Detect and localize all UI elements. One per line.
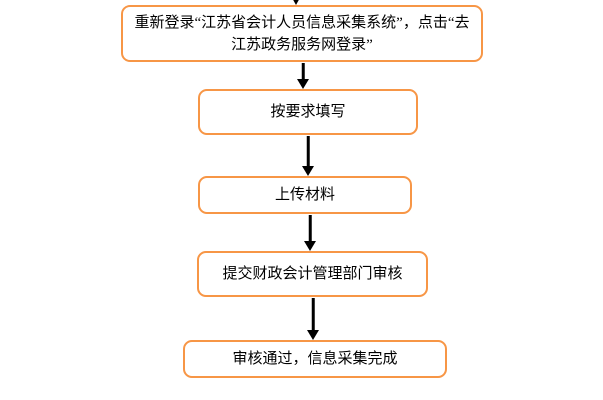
flow-step-complete: 审核通过，信息采集完成 xyxy=(183,340,447,378)
connector-arrow-2 xyxy=(302,136,314,176)
connector-arrow-1 xyxy=(297,63,309,89)
flow-step-login-label: 重新登录“江苏省会计人员信息采集系统”，点击“去 江苏政务服务网登录” xyxy=(134,14,470,53)
arrow-down-icon xyxy=(302,166,314,176)
arrow-shaft xyxy=(311,298,315,332)
connector-arrow-3 xyxy=(304,215,316,251)
arrow-down-icon xyxy=(304,241,316,251)
flow-step-submit-review-label: 提交财政会计管理部门审核 xyxy=(222,266,403,282)
arrow-down-icon xyxy=(307,330,319,340)
flow-step-complete-label: 审核通过，信息采集完成 xyxy=(232,351,398,367)
connector-arrow-4 xyxy=(307,298,319,340)
arrow-down-icon-incoming xyxy=(291,0,301,5)
flow-step-upload-label: 上传材料 xyxy=(274,187,335,203)
flow-step-upload: 上传材料 xyxy=(198,176,412,214)
flow-step-fill-form: 按要求填写 xyxy=(198,89,418,135)
arrow-down-icon xyxy=(297,79,309,89)
arrow-shaft xyxy=(308,215,312,243)
arrow-shaft xyxy=(306,136,310,168)
arrow-shaft xyxy=(301,63,305,81)
flow-step-submit-review: 提交财政会计管理部门审核 xyxy=(197,251,428,297)
flow-step-login: 重新登录“江苏省会计人员信息采集系统”，点击“去 江苏政务服务网登录” xyxy=(121,5,483,62)
flow-step-fill-form-label: 按要求填写 xyxy=(270,104,346,120)
